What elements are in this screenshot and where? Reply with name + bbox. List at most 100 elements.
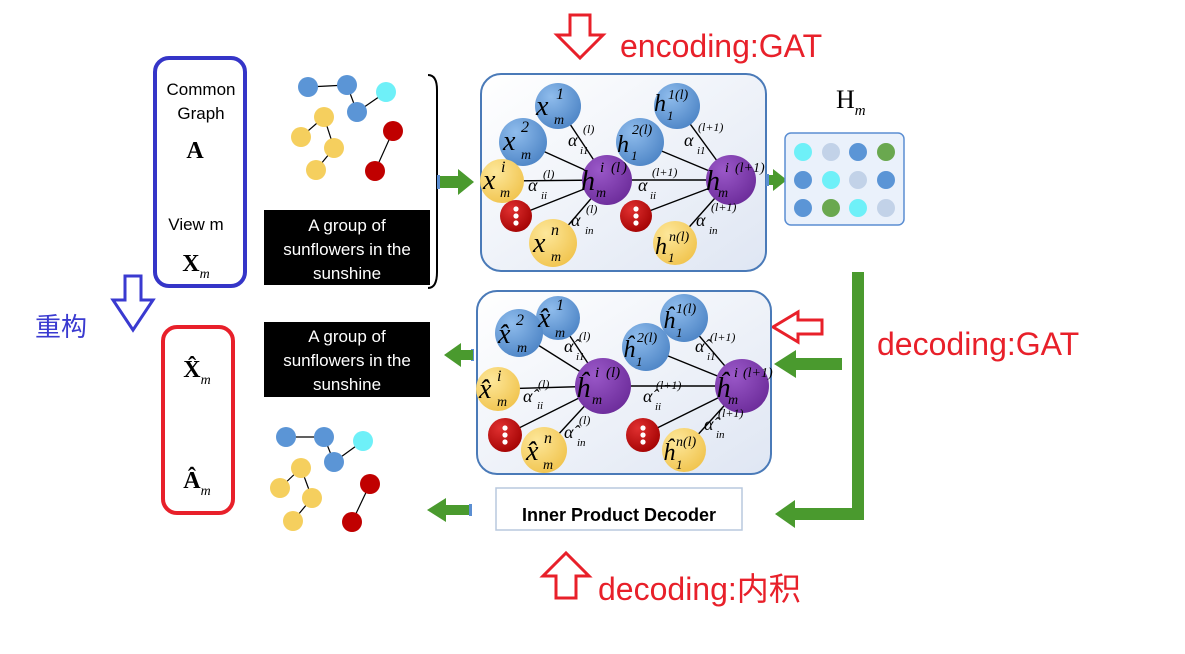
svg-text:ĥ: ĥ	[623, 336, 636, 363]
svg-text:i: i	[501, 159, 505, 176]
caption-box-bottom	[264, 322, 430, 397]
svg-text:i: i	[734, 366, 738, 381]
svg-text:h: h	[655, 234, 667, 260]
svg-text:2: 2	[521, 119, 529, 136]
svg-text:α: α	[696, 210, 706, 230]
hm-matrix-cells	[794, 143, 895, 217]
inner-product-decoder-label: Inner Product Decoder	[522, 505, 716, 525]
svg-text:(l+1): (l+1)	[652, 165, 677, 179]
svg-text:in: in	[585, 225, 594, 237]
svg-text:1: 1	[668, 250, 675, 265]
svg-text:(l+1): (l+1)	[656, 378, 681, 392]
svg-text:): )	[621, 160, 627, 176]
svg-text:m: m	[551, 250, 561, 265]
svg-text:ĥ: ĥ	[663, 439, 676, 466]
caption-box-top	[264, 210, 430, 285]
arrow-to-caption-icon	[444, 343, 474, 367]
svg-text:m: m	[555, 326, 565, 341]
svg-text:x̂: x̂	[537, 303, 551, 334]
svg-text:(l): (l)	[583, 122, 594, 136]
svg-text:2(l): 2(l)	[637, 331, 658, 346]
svg-text:ĥ: ĥ	[663, 307, 676, 334]
caption-bottom-line3: sunshine	[313, 375, 381, 394]
svg-text:α: α	[684, 130, 694, 150]
svg-text:1(l): 1(l)	[676, 302, 697, 317]
caption-top-line2: sunflowers in the	[283, 240, 411, 259]
input-box	[153, 56, 247, 288]
decoder-input-arrow-icon	[770, 309, 824, 345]
svg-text:i: i	[497, 368, 501, 385]
svg-text:1: 1	[556, 297, 564, 314]
svg-text:m: m	[592, 393, 602, 408]
svg-text:(l): (l)	[579, 413, 590, 427]
svg-text:x: x	[532, 228, 546, 259]
svg-text:1: 1	[676, 457, 683, 472]
svg-text:(l+1): (l+1)	[711, 200, 736, 214]
svg-text:i1: i1	[580, 145, 589, 157]
svg-text:n: n	[544, 430, 552, 447]
svg-text:i: i	[600, 160, 604, 176]
svg-text:(l+1): (l+1)	[743, 366, 773, 381]
hm-matrix	[784, 132, 905, 226]
svg-text:x: x	[482, 165, 496, 196]
svg-text:1: 1	[556, 86, 564, 103]
arrow-to-graph-icon	[427, 498, 472, 522]
svg-text:2(l): 2(l)	[632, 123, 653, 138]
reconstruct-arrow-icon	[110, 274, 156, 333]
svg-text:m: m	[517, 341, 527, 356]
svg-text:1: 1	[636, 354, 643, 369]
svg-text:h: h	[706, 166, 720, 197]
svg-text:i: i	[595, 365, 599, 381]
svg-text:(l): (l)	[543, 167, 554, 181]
svg-text:h: h	[581, 166, 595, 197]
svg-text:l: l	[616, 160, 620, 176]
decoder-ellipsis-icons	[502, 425, 646, 445]
svg-text:m: m	[543, 458, 553, 473]
svg-text:n(l): n(l)	[676, 435, 697, 450]
svg-text:(l+1): (l+1)	[698, 120, 723, 134]
decoding-inner-label: decoding:内积	[598, 571, 801, 607]
svg-text:in: in	[709, 225, 718, 237]
svg-text:i1: i1	[697, 145, 706, 157]
svg-text:(: (	[611, 160, 617, 176]
svg-text:in: in	[577, 437, 586, 449]
reconstruct-label: 重构	[35, 312, 87, 342]
svg-text:α: α	[638, 175, 648, 195]
feature-symbol: Xm	[182, 251, 209, 282]
svg-text:(l): (l)	[586, 202, 597, 216]
svg-text:n: n	[551, 222, 559, 239]
a-hat-symbol: Âm	[183, 467, 210, 499]
arrow-into-encoder-icon	[437, 169, 474, 195]
svg-text:ii: ii	[650, 190, 656, 202]
decoding-gat-label: decoding:GAT	[877, 326, 1079, 362]
svg-text:x̂: x̂	[478, 374, 492, 405]
svg-text:i: i	[725, 161, 729, 176]
caption-bottom-line1: A group of	[308, 327, 386, 346]
svg-text:x: x	[535, 91, 549, 122]
svg-text:α: α	[568, 130, 578, 150]
svg-text:m: m	[554, 113, 564, 128]
svg-text:m: m	[500, 186, 510, 201]
svg-text:1: 1	[676, 325, 683, 340]
adjacency-symbol: A	[186, 138, 204, 164]
svg-text:(l+1): (l+1)	[710, 330, 735, 344]
svg-text:2: 2	[516, 312, 524, 329]
svg-text:1: 1	[631, 148, 638, 163]
svg-text:x̂: x̂	[525, 436, 539, 467]
svg-text:x̂: x̂	[497, 319, 511, 350]
svg-text:(l): (l)	[579, 329, 590, 343]
svg-text:i1: i1	[707, 351, 716, 363]
common-label: Common	[167, 80, 236, 99]
svg-text:(l+1): (l+1)	[718, 406, 743, 420]
caption-bottom-line2: sunflowers in the	[283, 351, 411, 370]
svg-text:h: h	[617, 132, 629, 158]
hm-label: Hm	[836, 85, 866, 119]
svg-text:α: α	[571, 210, 581, 230]
svg-text:m: m	[521, 148, 531, 163]
svg-text:ii: ii	[541, 190, 547, 202]
svg-text:ĥ: ĥ	[716, 372, 731, 404]
caption-top-line3: sunshine	[313, 264, 381, 283]
arrow-to-hm-icon	[766, 169, 787, 191]
